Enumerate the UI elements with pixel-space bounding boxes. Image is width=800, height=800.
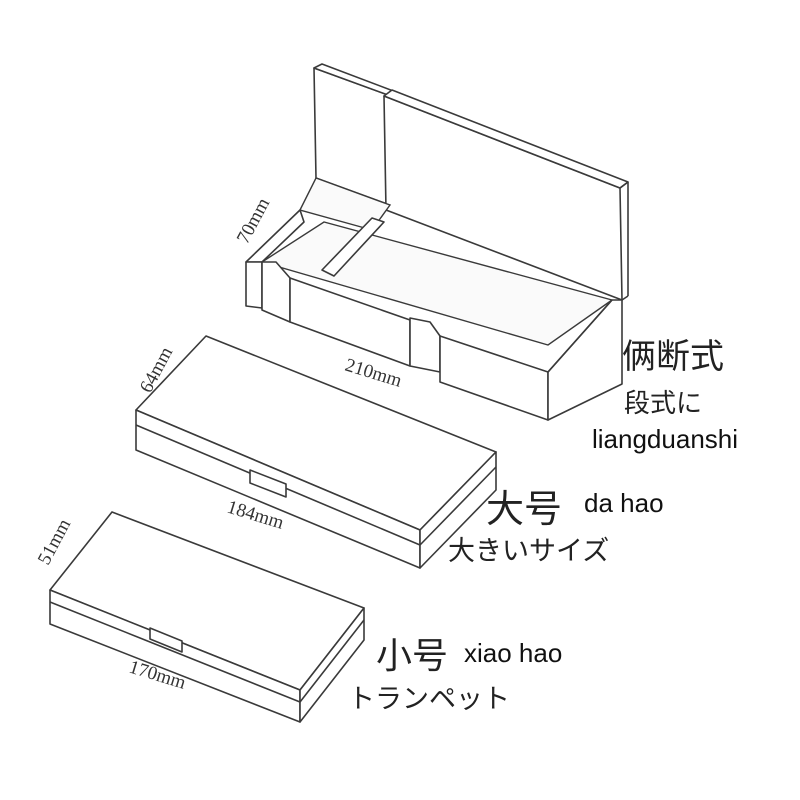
small-name-zh: 小号 xyxy=(376,636,448,677)
large-name-pinyin: da hao xyxy=(584,488,664,518)
small-name-pinyin: xiao hao xyxy=(464,638,562,668)
two-section-box xyxy=(245,63,629,421)
large-name-zh: 大号 xyxy=(486,487,562,531)
large-box-clasp xyxy=(249,469,287,498)
two-section-name-ja: 段式に xyxy=(624,389,702,419)
small-box-side xyxy=(299,607,365,723)
two-section-name-pinyin: liangduanshi xyxy=(592,424,738,454)
large-name-ja: 大きいサイズ xyxy=(448,536,609,567)
divider xyxy=(321,217,385,277)
left-back-wall xyxy=(298,177,392,231)
small-name-ja: トランペット xyxy=(348,684,510,715)
small-box xyxy=(49,511,365,723)
two-section-height-label: 70mm xyxy=(233,194,274,247)
small-box-clasp xyxy=(149,627,183,653)
small-height-label: 51mm xyxy=(34,515,75,568)
front-notch xyxy=(409,317,441,373)
small-box-seam xyxy=(49,601,301,703)
front-wall-left-end xyxy=(261,261,291,323)
large-box xyxy=(135,335,497,569)
two-section-name-zh: 俩断式 xyxy=(622,337,724,377)
left-wall-front xyxy=(245,261,263,309)
large-box-side xyxy=(419,451,497,569)
front-wall-section-2 xyxy=(439,335,549,421)
